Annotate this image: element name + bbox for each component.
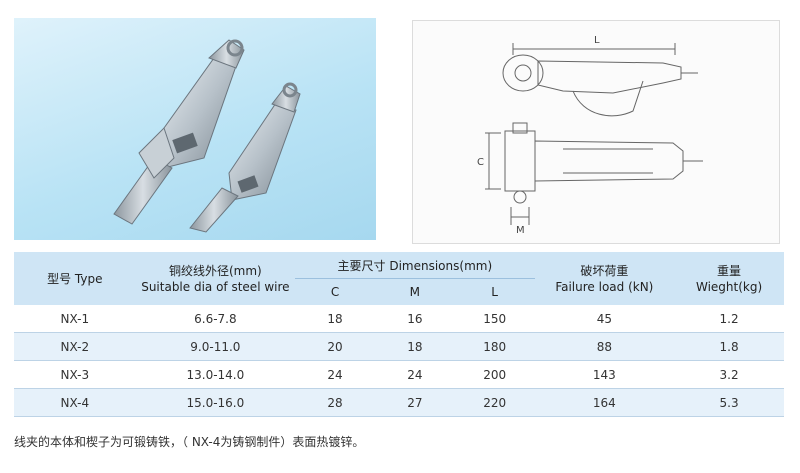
cell-c: 24 xyxy=(295,360,375,389)
cell-c: 18 xyxy=(295,305,375,333)
dim-label-l: L xyxy=(594,35,600,46)
table-row: NX-1 6.6-7.8 18 16 150 45 1.2 xyxy=(14,305,784,333)
cell-dia: 9.0-11.0 xyxy=(135,332,296,361)
cell-load: 164 xyxy=(534,388,675,417)
header-weight-en: Wieght(kg) xyxy=(695,279,763,294)
cell-l: 180 xyxy=(454,332,535,361)
footnote: 线夹的本体和楔子为可锻铸铁，（ NX-4为铸钢制件）表面热镀锌。 xyxy=(14,435,365,449)
header-weight: 重量 Wieght(kg) xyxy=(674,252,784,305)
header-l: L xyxy=(454,278,535,305)
cell-m: 24 xyxy=(374,360,455,389)
clamp-body-large xyxy=(113,39,245,225)
table-row: NX-2 9.0-11.0 20 18 180 88 1.8 xyxy=(14,332,784,361)
cell-type: NX-4 xyxy=(14,388,136,417)
cell-c: 20 xyxy=(295,332,375,361)
cell-dia: 15.0-16.0 xyxy=(135,388,296,417)
header-failure-cn: 破坏荷重 xyxy=(580,263,629,278)
header-wire-cn: 铜绞线外径(mm) xyxy=(169,263,262,278)
dim-label-c: C xyxy=(477,157,484,168)
wedge-clamp-illustration xyxy=(113,39,301,233)
cell-m: 27 xyxy=(374,388,455,417)
cell-m: 18 xyxy=(374,332,455,361)
dimension-drawing: L C M xyxy=(477,35,703,236)
header-c: C xyxy=(295,278,375,305)
cell-weight: 1.2 xyxy=(674,305,784,333)
cell-type: NX-1 xyxy=(14,305,136,333)
cell-load: 45 xyxy=(534,305,675,333)
cell-dia: 13.0-14.0 xyxy=(135,360,296,389)
spec-table: 型号 Type 铜绞线外径(mm) Suitable dia of steel … xyxy=(14,252,784,417)
clamp-body-small xyxy=(189,82,301,233)
cell-l: 200 xyxy=(454,360,535,389)
cell-dia: 6.6-7.8 xyxy=(135,305,296,333)
dim-label-m: M xyxy=(516,225,525,236)
cell-l: 220 xyxy=(454,388,535,417)
cell-weight: 3.2 xyxy=(674,360,784,389)
table-row: NX-4 15.0-16.0 28 27 220 164 5.3 xyxy=(14,388,784,417)
cell-load: 143 xyxy=(534,360,675,389)
cell-c: 28 xyxy=(295,388,375,417)
cell-type: NX-3 xyxy=(14,360,136,389)
header-wire-en: Suitable dia of steel wire xyxy=(141,279,290,294)
table-row: NX-3 13.0-14.0 24 24 200 143 3.2 xyxy=(14,360,784,389)
cell-weight: 1.8 xyxy=(674,332,784,361)
cell-l: 150 xyxy=(454,305,535,333)
header-failure: 破坏荷重 Failure load (kN) xyxy=(534,252,675,305)
header-failure-en: Failure load (kN) xyxy=(555,279,654,294)
cell-load: 88 xyxy=(534,332,675,361)
header-dimensions: 主要尺寸 Dimensions(mm) xyxy=(295,252,535,279)
header-weight-cn: 重量 xyxy=(717,263,742,278)
product-photo xyxy=(14,18,376,240)
technical-drawing: L C M xyxy=(412,20,780,244)
header-wire: 铜绞线外径(mm) Suitable dia of steel wire xyxy=(135,252,296,305)
header-m: M xyxy=(374,278,455,305)
cell-weight: 5.3 xyxy=(674,388,784,417)
cell-type: NX-2 xyxy=(14,332,136,361)
header-type: 型号 Type xyxy=(14,252,136,305)
cell-m: 16 xyxy=(374,305,455,333)
